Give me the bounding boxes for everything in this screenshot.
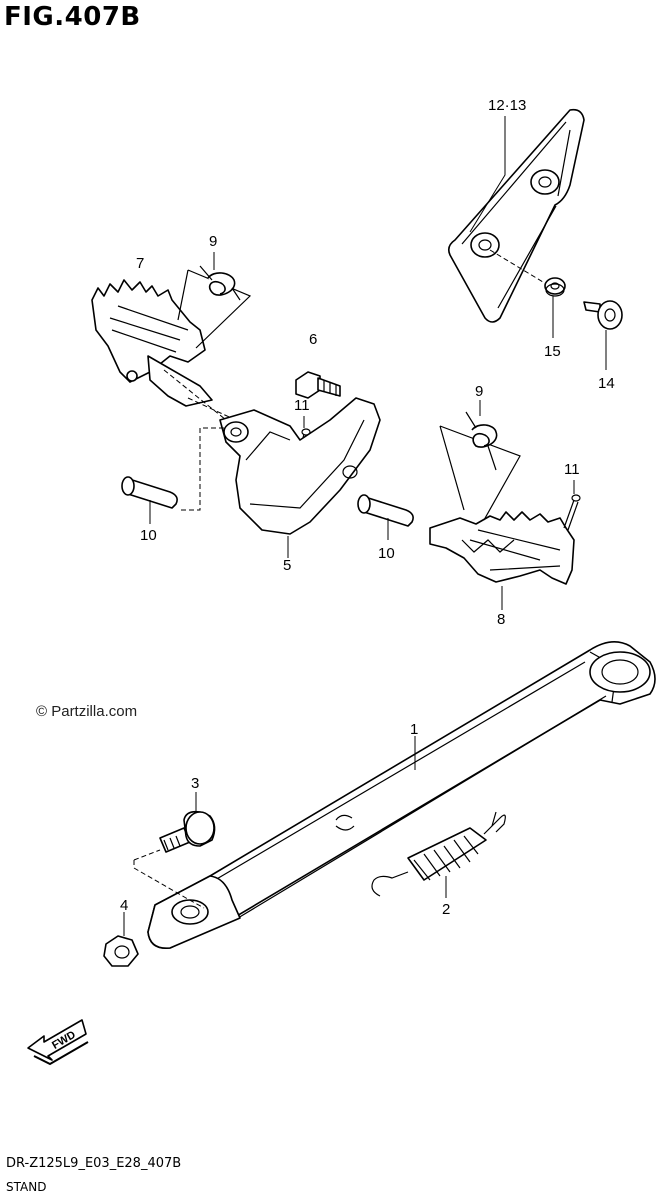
callout-14: 14 (598, 375, 615, 392)
callout-7: 7 (136, 255, 144, 272)
callout-4: 4 (120, 897, 128, 914)
figure-title: FIG.407B (4, 2, 141, 32)
pin-right[interactable] (357, 494, 414, 527)
callout-12-13: 12·13 (488, 97, 526, 114)
callout-8: 8 (497, 611, 505, 628)
flange-bolt-14[interactable] (583, 300, 623, 330)
footrest-left[interactable] (91, 279, 213, 407)
footrest-right[interactable] (429, 511, 575, 585)
callout-5: 5 (283, 557, 291, 574)
fwd-arrow-icon: FWD (27, 1019, 89, 1066)
callout-11-lower: 11 (564, 461, 580, 478)
callout-11-upper: 11 (294, 397, 310, 414)
callout-9-lower: 9 (475, 383, 483, 400)
spring-9-lower[interactable] (439, 411, 521, 521)
spring-9-upper[interactable] (177, 265, 252, 349)
figure-name: STAND (6, 1180, 47, 1194)
side-stand[interactable] (147, 641, 656, 949)
stand-spring[interactable] (371, 811, 506, 897)
fwd-label: FWD (50, 1029, 78, 1052)
callout-15: 15 (544, 343, 561, 360)
callout-10-left: 10 (140, 527, 157, 544)
callout-3: 3 (191, 775, 199, 792)
flange-bolt-6[interactable] (295, 371, 341, 399)
pin-left[interactable] (121, 476, 178, 509)
callout-9-upper: 9 (209, 233, 217, 250)
footrest-bracket[interactable] (219, 397, 381, 535)
hex-nut[interactable] (103, 935, 139, 967)
copyright-notice: © Partzilla.com (36, 703, 138, 720)
callout-10-right: 10 (378, 545, 395, 562)
callout-2: 2 (442, 901, 450, 918)
callout-6: 6 (309, 331, 317, 348)
collar-nut[interactable] (544, 277, 566, 297)
shoulder-bolt[interactable] (159, 810, 216, 853)
callout-1: 1 (410, 721, 418, 738)
cotter-pin-lower[interactable] (563, 494, 581, 531)
figure-code: DR-Z125L9_E03_E28_407B (6, 1156, 182, 1171)
